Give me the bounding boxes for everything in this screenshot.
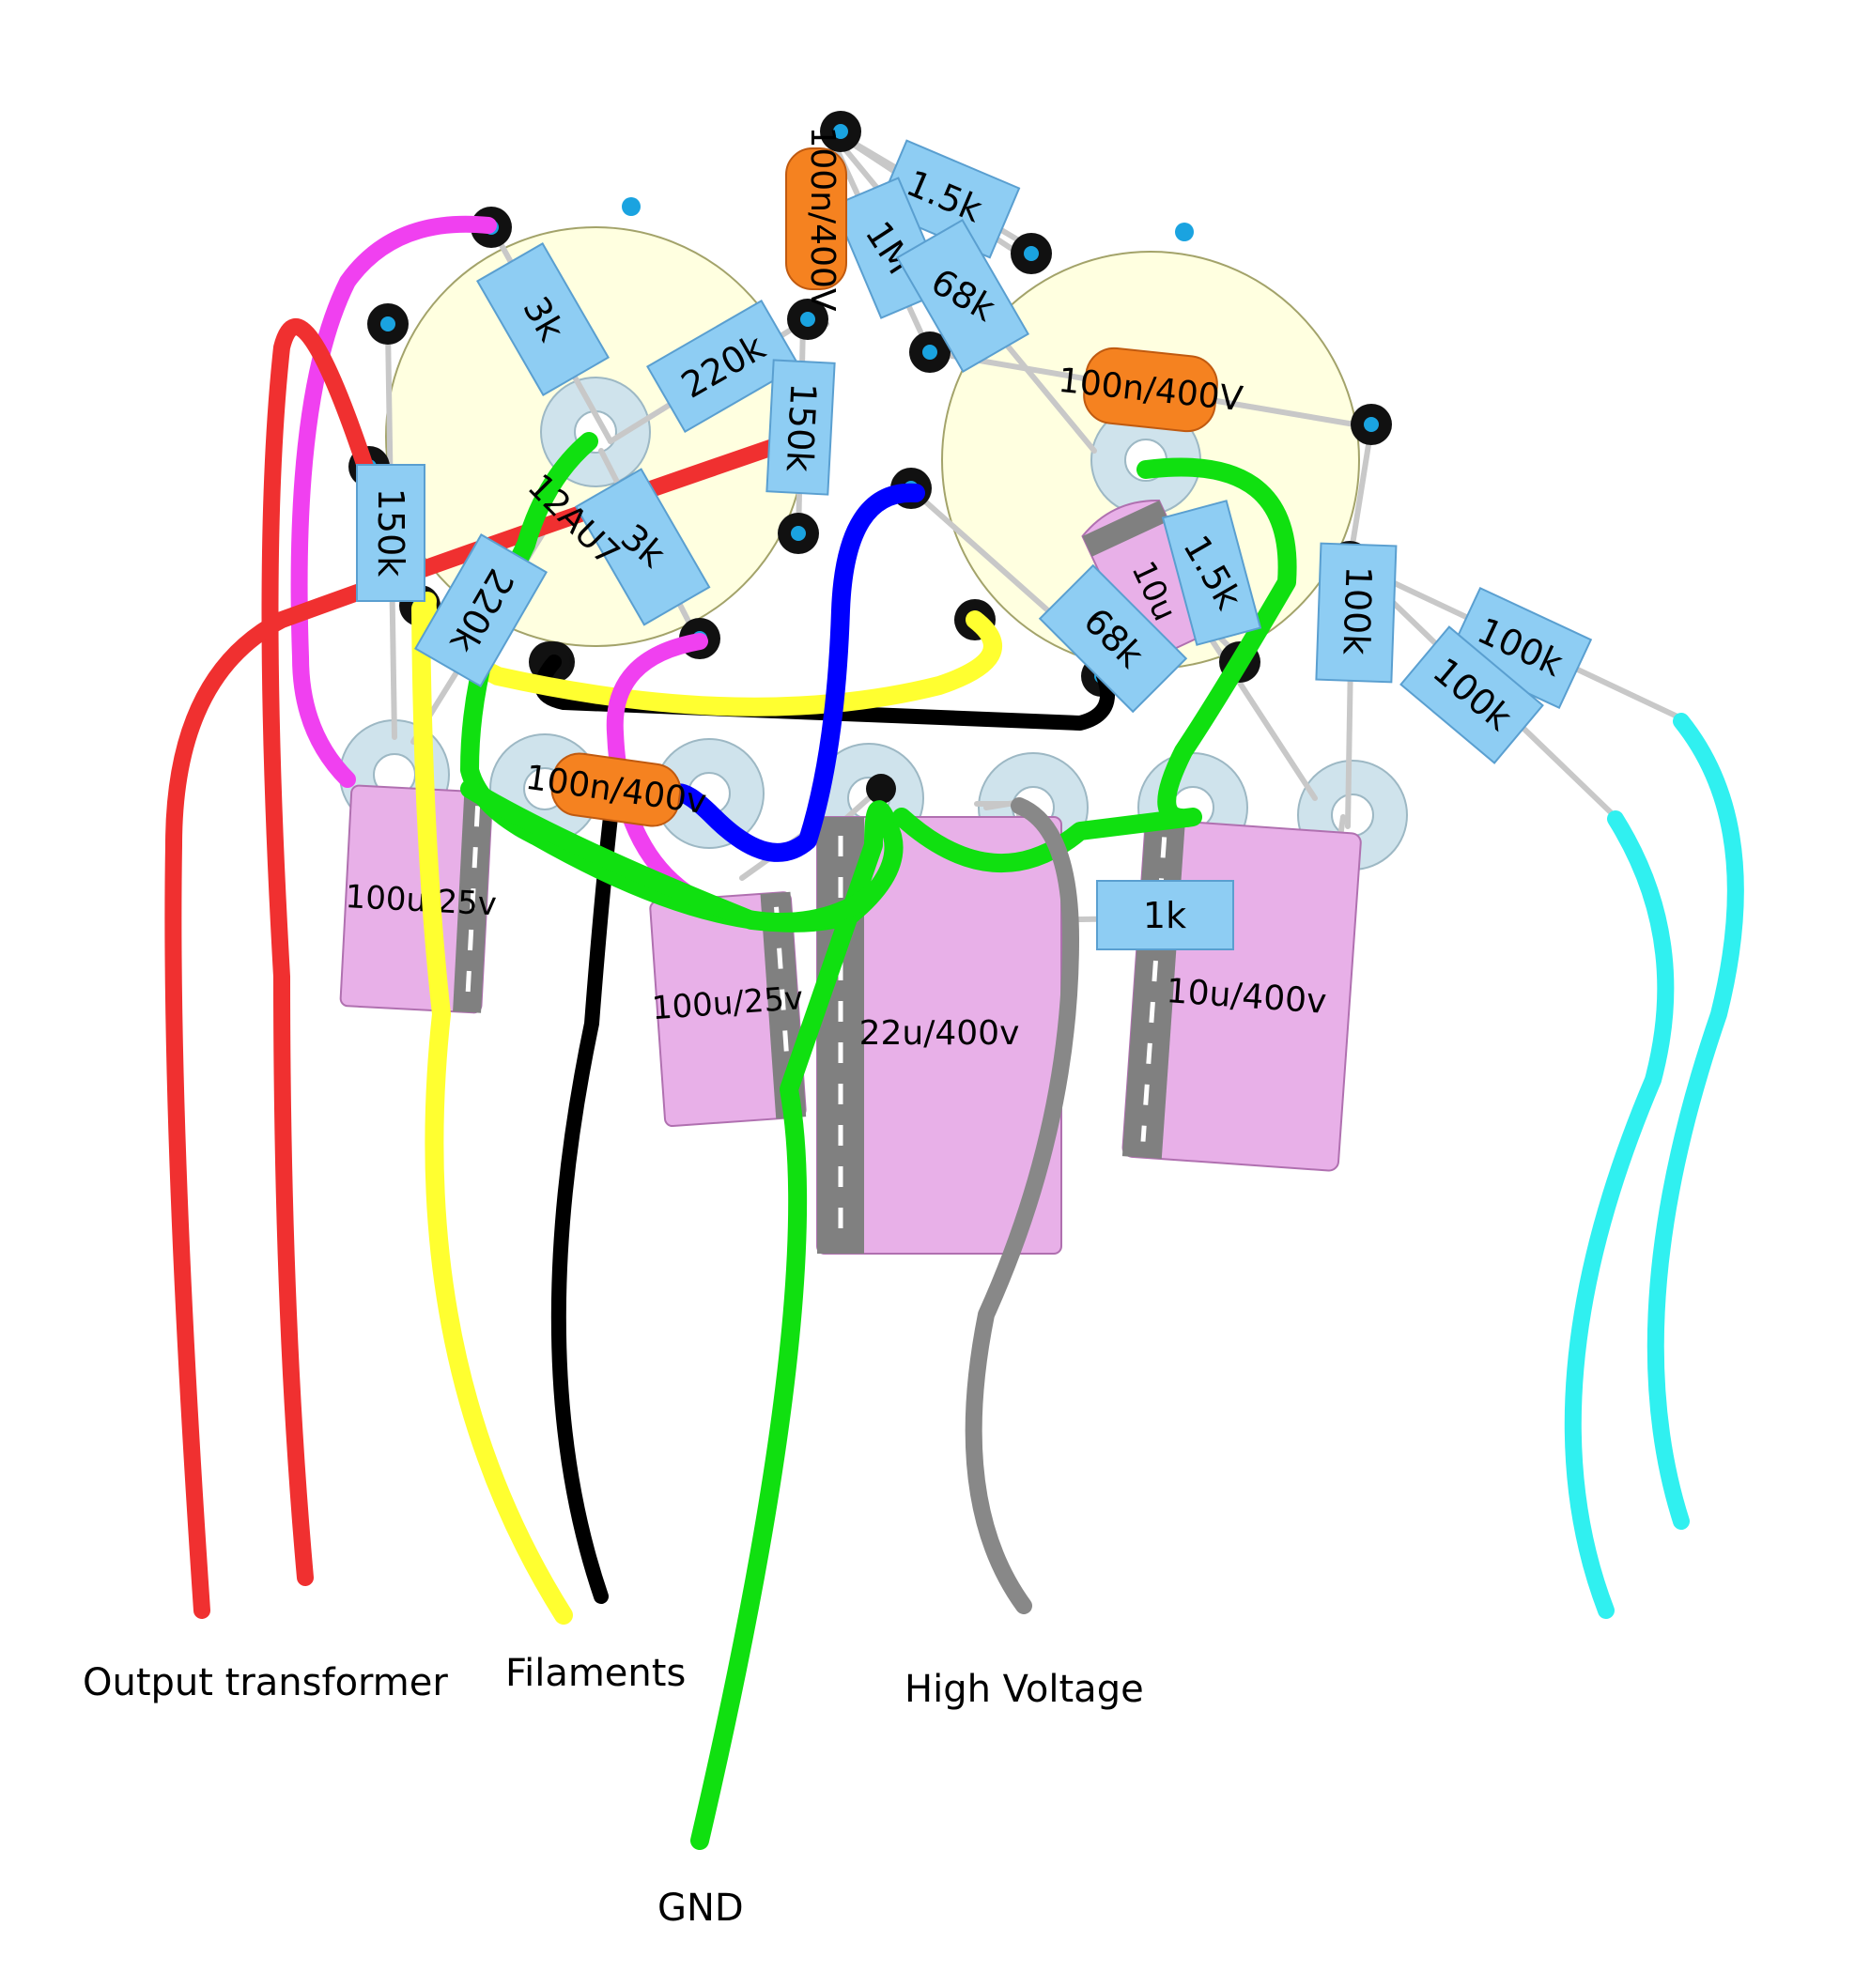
cap-100n-400v-right: 100n/400V — [1057, 347, 1244, 433]
cap-100u-25v-left: 100u/25v — [339, 784, 498, 1014]
resistor-100k-vertical: 100k — [1315, 542, 1398, 684]
terminal-lug — [654, 738, 765, 849]
resistor-100k-upper: 100k — [1446, 586, 1593, 710]
resistor-label: 150k — [370, 488, 411, 578]
resistor-68k-bottom: 68k — [1038, 563, 1188, 714]
cap-10u: 10u — [1081, 500, 1220, 666]
cap-label: 22u/400v — [859, 1014, 1020, 1053]
gnd-label: GND — [657, 1887, 744, 1930]
resistor-1k: 1k — [1096, 880, 1234, 950]
socket-key-dot-left — [622, 197, 641, 216]
output-transformer-label: Output transformer — [83, 1661, 448, 1704]
resistor-150k-right: 150k — [765, 359, 836, 496]
resistor-220k-top: 220k — [646, 299, 800, 434]
resistor-3k-bottom: 3k — [574, 468, 711, 626]
cap-10u-400v: 10u/400v — [1121, 818, 1362, 1172]
cap-100u-25v-mid: 100u/25v — [649, 891, 807, 1128]
cap-22u-400v: 22u/400v — [816, 816, 1062, 1255]
resistor-1-5k-right: 1.5k — [1161, 500, 1262, 646]
cap-100n-400v-vertical: 100n/400V — [785, 127, 847, 312]
resistor-label: 100k — [1335, 565, 1379, 655]
resistor-68k-top: 68k — [895, 219, 1030, 373]
resistor-150k-left: 150k — [356, 464, 425, 602]
resistor-label: 1k — [1143, 895, 1186, 936]
resistor-label: 150k — [779, 382, 825, 473]
socket-key-dot-right — [1175, 223, 1194, 241]
high-voltage-label: High Voltage — [904, 1668, 1144, 1711]
resistor-3k-top: 3k — [475, 242, 611, 396]
cap-label: 100n/400V — [803, 127, 842, 312]
filaments-label: Filaments — [505, 1652, 686, 1695]
